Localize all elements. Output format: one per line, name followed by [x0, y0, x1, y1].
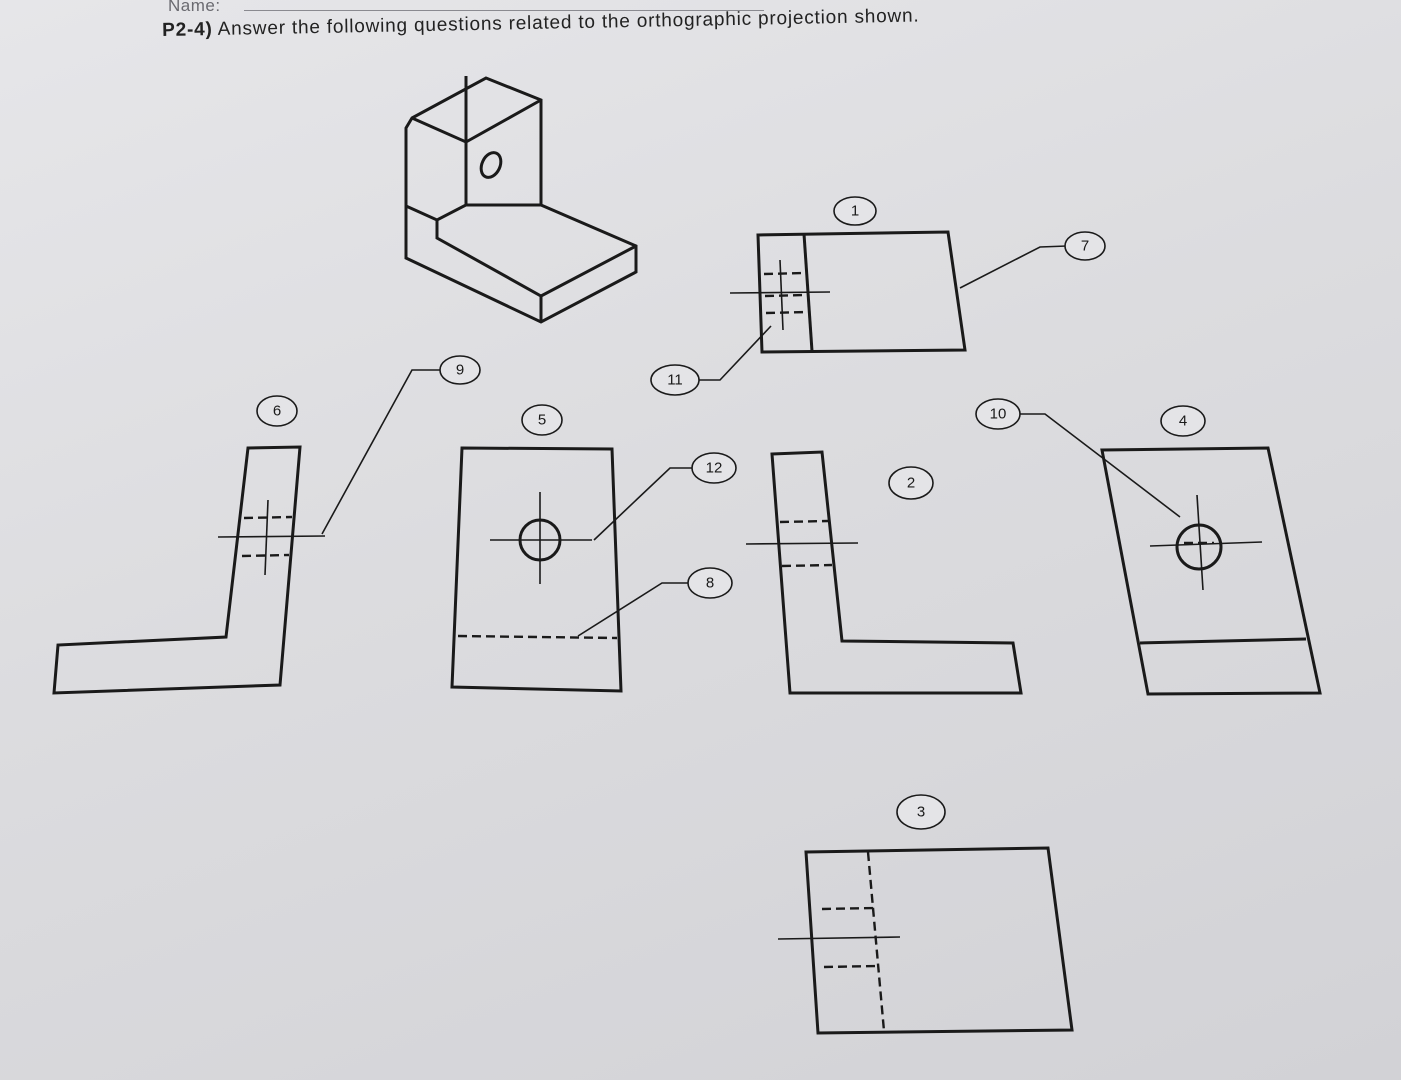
callout-3-label: 3 [917, 804, 925, 821]
callout-10-label: 10 [990, 406, 1007, 423]
callout-5: 5 [521, 404, 563, 436]
auxiliary-view [1100, 446, 1322, 696]
callout-12: 12 [691, 452, 737, 484]
callout-7-label: 7 [1081, 238, 1089, 255]
left-side-view [52, 445, 326, 695]
leader-lines [321, 245, 1181, 637]
callout-11-label: 11 [667, 372, 683, 389]
top-view [729, 230, 967, 354]
right-side-view [745, 450, 1023, 695]
callout-12-label: 12 [706, 460, 723, 477]
callout-1-label: 1 [851, 203, 859, 220]
bottom-view [777, 846, 1074, 1035]
callout-6: 6 [256, 395, 298, 427]
callout-9: 9 [439, 355, 481, 385]
callout-11: 11 [650, 364, 700, 396]
name-blank-line [244, 10, 764, 11]
callout-3: 3 [896, 794, 946, 830]
isometric-pictorial [404, 76, 638, 324]
callout-2-label: 2 [907, 475, 915, 492]
callout-5-label: 5 [538, 412, 546, 429]
callout-8-label: 8 [706, 575, 714, 592]
callout-1: 1 [833, 196, 877, 226]
callout-9-label: 9 [456, 362, 464, 379]
callout-7: 7 [1064, 231, 1106, 261]
front-view [450, 446, 623, 693]
callout-4: 4 [1160, 405, 1206, 437]
callout-6-label: 6 [273, 403, 281, 420]
callout-4-label: 4 [1179, 413, 1187, 430]
callout-2: 2 [888, 466, 934, 500]
callout-8: 8 [687, 567, 733, 599]
callout-10: 10 [975, 398, 1021, 430]
name-label: Name: [168, 0, 221, 15]
